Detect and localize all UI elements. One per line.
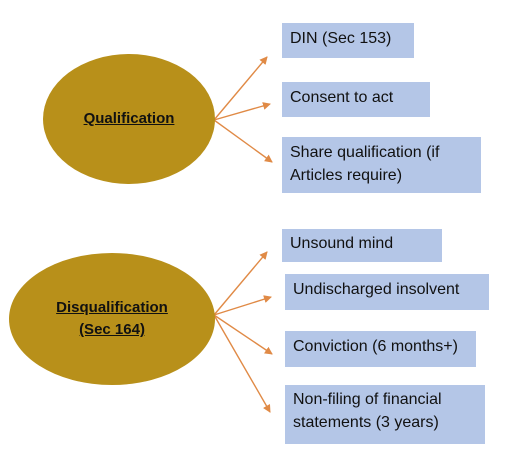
qualification-item-consent: Consent to act [282,82,430,117]
arrow-to-conviction [213,314,273,355]
arrow-to-unsound-mind [213,251,268,316]
arrow-to-non-filing [213,314,271,413]
qualification-item-share-qualification: Share qualification (if Articles require… [282,137,481,193]
arrow-to-din [213,56,268,121]
disqualification-node: Disqualification (Sec 164) [9,253,215,385]
disqualification-item-unsound-mind: Unsound mind [282,229,442,262]
disqualification-title: Disqualification [56,299,168,316]
qualification-item-din: DIN (Sec 153) [282,23,414,58]
qualification-node: Qualification [43,54,215,184]
arrow-to-consent [213,102,271,121]
disqualification-item-insolvent: Undischarged insolvent [285,274,489,310]
disqualification-item-conviction: Conviction (6 months+) [285,331,476,367]
arrow-to-insolvent [213,295,272,316]
qualification-title: Qualification [83,110,175,127]
arrow-to-share-qualification [213,119,273,163]
disqualification-subtitle: (Sec 164) [79,321,145,338]
disqualification-item-non-filing: Non-filing of financial statements (3 ye… [285,385,485,444]
